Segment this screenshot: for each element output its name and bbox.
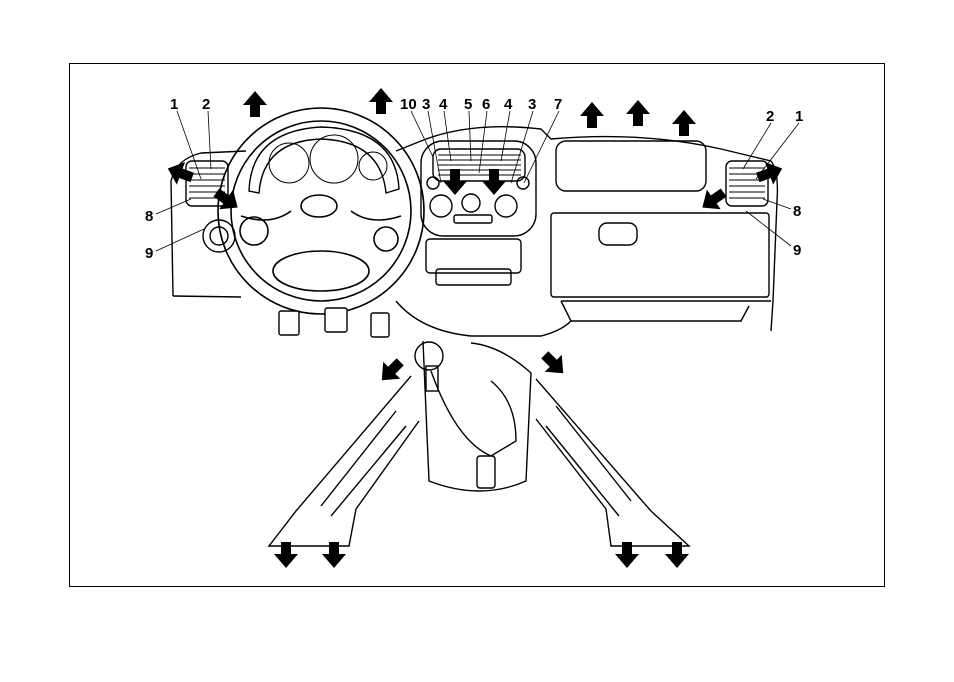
pedals xyxy=(279,308,389,337)
callout-3-b: 3 xyxy=(528,96,536,113)
callout-9-right: 9 xyxy=(793,242,801,259)
dashboard-ventilation-diagram: 1 2 10 3 4 5 6 4 3 7 2 1 8 9 8 9 xyxy=(70,64,886,588)
dashboard-panel xyxy=(171,127,777,336)
callout-2-left: 2 xyxy=(202,96,210,113)
callout-8-right: 8 xyxy=(793,203,801,220)
gear-shift-icon xyxy=(415,341,531,491)
callout-6: 6 xyxy=(482,96,490,113)
callout-1-left: 1 xyxy=(170,96,178,113)
floor-duct-right xyxy=(536,379,689,546)
floor-duct-left xyxy=(269,376,419,546)
callout-labels: 1 2 10 3 4 5 6 4 3 7 2 1 8 9 8 9 xyxy=(145,96,803,262)
callout-3-a: 3 xyxy=(422,96,430,113)
diagram-frame: 1 2 10 3 4 5 6 4 3 7 2 1 8 9 8 9 xyxy=(69,63,885,587)
callout-8-left: 8 xyxy=(145,208,153,225)
steering-wheel-icon xyxy=(218,108,424,314)
callout-4-b: 4 xyxy=(504,96,513,113)
callout-2-right: 2 xyxy=(766,108,774,125)
callout-7: 7 xyxy=(554,96,562,113)
callout-4-a: 4 xyxy=(439,96,448,113)
callout-10: 10 xyxy=(400,96,417,113)
callout-5: 5 xyxy=(464,96,472,113)
callout-1-right: 1 xyxy=(795,108,803,125)
callout-9-left: 9 xyxy=(145,245,153,262)
